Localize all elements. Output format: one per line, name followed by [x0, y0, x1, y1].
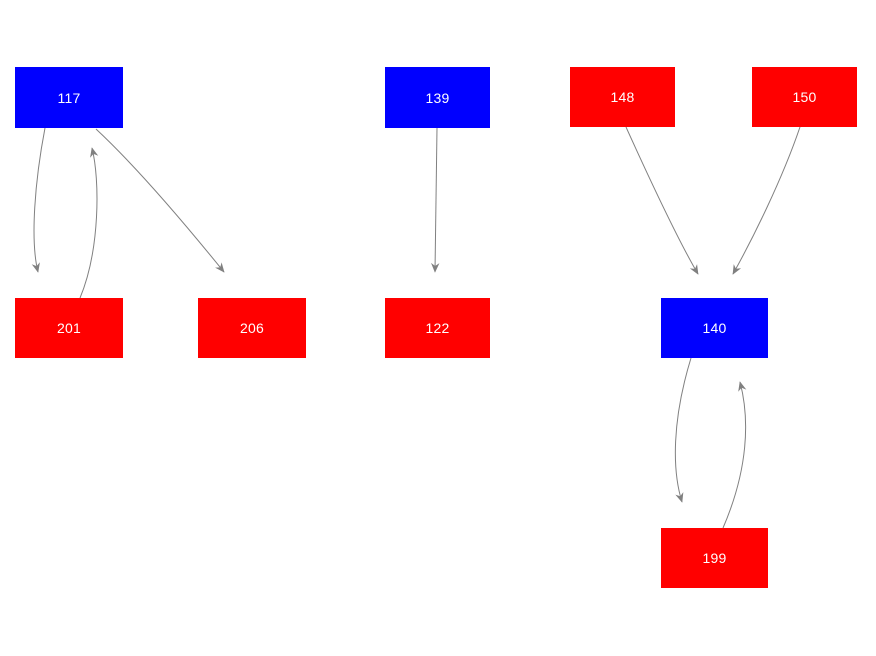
- edge-201-to-117: [79, 147, 99, 299]
- graph-node-201[interactable]: 201: [15, 298, 123, 358]
- edge-199-to-140: [722, 381, 747, 529]
- graph-node-139[interactable]: 139: [385, 67, 490, 128]
- edge-117-to-206: [95, 128, 225, 273]
- graph-node-148[interactable]: 148: [570, 67, 675, 127]
- edge-148-to-140: [625, 126, 699, 275]
- edge-140-to-199: [674, 357, 692, 503]
- graph-node-140[interactable]: 140: [661, 298, 768, 358]
- graph-node-label: 140: [702, 320, 727, 336]
- graph-node-122[interactable]: 122: [385, 298, 490, 358]
- graph-node-label: 206: [240, 320, 264, 336]
- graph-node-label: 148: [610, 89, 635, 105]
- graph-node-117[interactable]: 117: [15, 67, 123, 128]
- graph-node-label: 199: [702, 550, 727, 566]
- graph-node-label: 201: [57, 320, 81, 336]
- edge-117-to-201: [31, 127, 46, 273]
- edge-150-to-140: [732, 126, 801, 275]
- graph-node-label: 117: [57, 89, 81, 106]
- graph-node-label: 139: [425, 89, 450, 106]
- edge-139-to-122: [431, 127, 440, 273]
- graph-node-label: 122: [425, 320, 450, 336]
- graph-node-label: 150: [792, 89, 817, 105]
- graph-node-150[interactable]: 150: [752, 67, 857, 127]
- graph-node-199[interactable]: 199: [661, 528, 768, 588]
- graph-node-206[interactable]: 206: [198, 298, 306, 358]
